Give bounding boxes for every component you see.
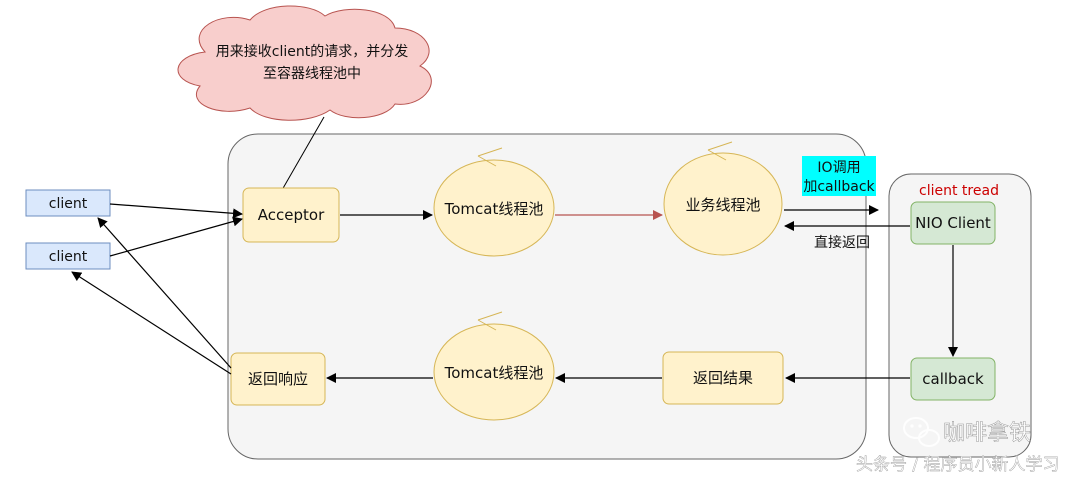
- io-note-highlight: [802, 156, 876, 196]
- result-label: 返回结果: [693, 369, 753, 387]
- cloud-text-line1: 用来接收client的请求，并分发: [216, 43, 408, 60]
- acceptor-label: Acceptor: [258, 206, 325, 224]
- wechat-icon: [903, 417, 940, 447]
- io-note-line1: IO调用: [817, 160, 860, 176]
- cloud-text-line2: 至容器线程池中: [263, 65, 361, 82]
- response-label: 返回响应: [248, 370, 308, 388]
- direct-return-label: 直接返回: [814, 234, 870, 251]
- biz-pool-node[interactable]: [663, 141, 783, 256]
- watermark-source: 头条号 / 程序员小新人学习: [856, 455, 1060, 475]
- client-thread-title: client tread: [919, 183, 999, 199]
- nio-client-node[interactable]: [910, 201, 996, 245]
- client-box-bottom[interactable]: [25, 242, 111, 270]
- watermark-brand: 咖啡拿铁: [943, 420, 1031, 446]
- arrow-response-to-client-top: [97, 217, 232, 369]
- client-label-bottom: client: [49, 249, 88, 265]
- tomcat-pool-top-node[interactable]: [433, 147, 555, 257]
- result-node[interactable]: [662, 351, 784, 405]
- arrow-client-top-to-acceptor: [109, 203, 243, 219]
- tomcat-pool-top-label: Tomcat线程池: [444, 200, 544, 218]
- acceptor-node[interactable]: [242, 187, 340, 243]
- callback-node[interactable]: [910, 357, 996, 401]
- note-cloud: 用来接收client的请求，并分发 至容器线程池中: [177, 5, 432, 121]
- arrow-response-to-client-bottom: [71, 271, 232, 375]
- biz-pool-label: 业务线程池: [685, 196, 760, 214]
- cloud-connector: [281, 116, 325, 191]
- client-box-top[interactable]: [25, 189, 111, 217]
- arrow-client-bottom-to-acceptor: [109, 216, 243, 257]
- client-label-top: client: [49, 196, 88, 212]
- nio-client-label: NIO Client: [915, 214, 991, 232]
- io-note-line2: 加callback: [803, 179, 875, 195]
- response-node[interactable]: [230, 352, 326, 406]
- tomcat-pool-bottom-label: Tomcat线程池: [444, 364, 544, 382]
- tomcat-pool-bottom-node[interactable]: [433, 311, 555, 421]
- callback-label: callback: [922, 370, 984, 388]
